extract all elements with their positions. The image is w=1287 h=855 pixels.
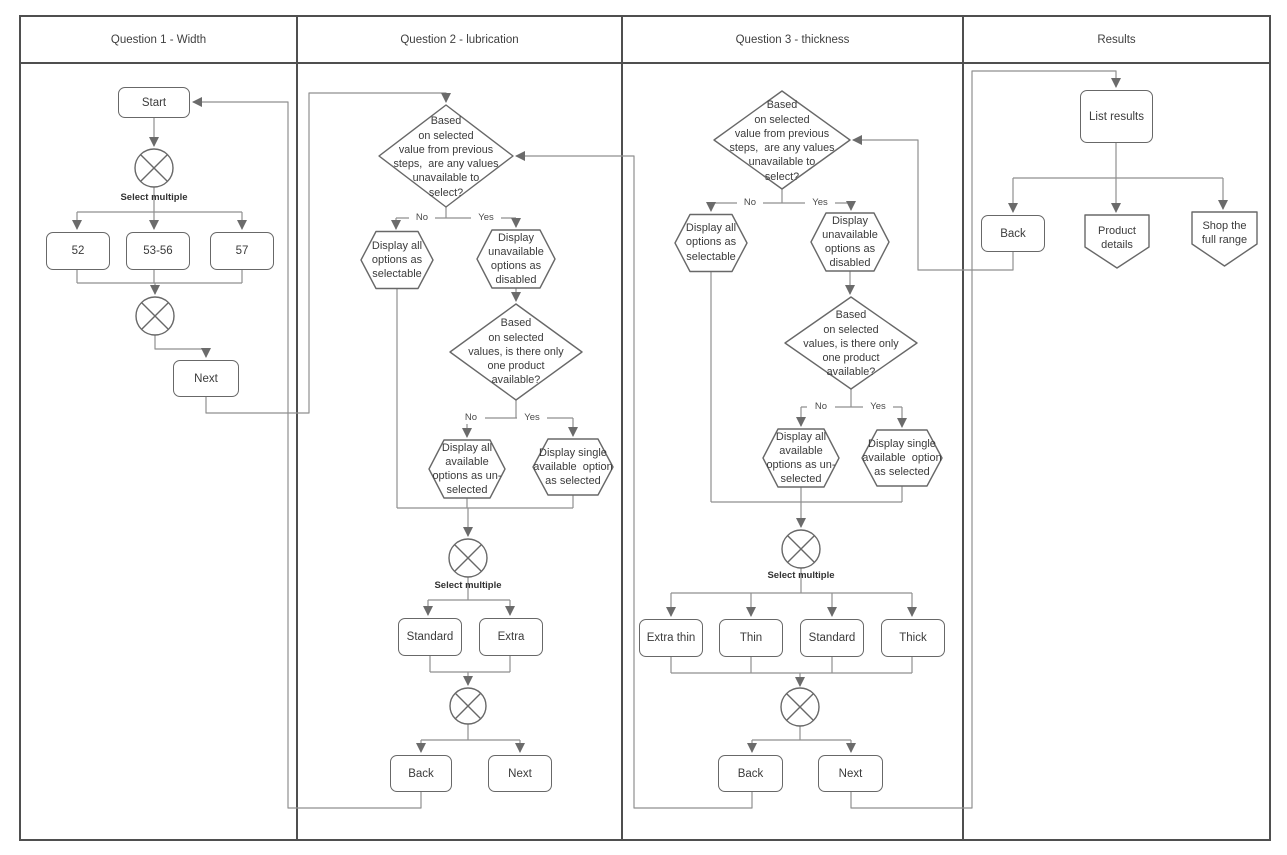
display-unavailable-disabled-label-q2: Display unavailable options as disabled: [488, 231, 544, 287]
option-thick-q3[interactable]: Thick: [881, 619, 945, 657]
product-details-label: Product details: [1098, 224, 1136, 251]
gateway-select-multiple-q3[interactable]: [781, 529, 821, 569]
yes-label-q3: Yes: [805, 197, 835, 209]
option-width-57[interactable]: 57: [210, 232, 274, 270]
decision-one-product-q2[interactable]: [449, 303, 583, 401]
hex-display-unavailable-disabled-q3[interactable]: [810, 212, 890, 272]
lane-header-results: Results: [1097, 33, 1136, 46]
shop-full-range-label: Shop the full range: [1201, 219, 1248, 246]
no-label-q2: No: [409, 212, 435, 224]
decision-one-product-q3[interactable]: [784, 296, 918, 390]
display-single-selected-label-q3: Display single available option as selec…: [862, 437, 942, 479]
lane-header-q2: Question 2 - lubrication: [400, 33, 519, 46]
gateway-select-multiple-q2[interactable]: [448, 538, 488, 578]
display-all-unselected-label-q3: Display all available options as un- sel…: [766, 430, 836, 486]
lane-header-q1: Question 1 - Width: [110, 33, 207, 46]
option-extra-q2[interactable]: Extra: [479, 618, 543, 656]
list-results-node[interactable]: List results: [1080, 90, 1153, 143]
decision-unavailable-label-q2: Based on selected value from previous st…: [393, 115, 499, 199]
option-extra-thin-q3[interactable]: Extra thin: [639, 619, 703, 657]
select-multiple-label-q3: Select multiple: [767, 570, 835, 582]
start-node[interactable]: Start: [118, 87, 190, 118]
next-button-q2[interactable]: Next: [488, 755, 552, 792]
display-all-selectable-label-q3: Display all options as selectable: [685, 222, 737, 263]
display-all-unselected-label-q2: Display all available options as un- sel…: [432, 441, 502, 497]
option-standard-q3[interactable]: Standard: [800, 619, 864, 657]
back-button-q3[interactable]: Back: [718, 755, 783, 792]
hex-display-all-unselected-q2[interactable]: [428, 439, 506, 499]
hex-display-all-selectable-q2[interactable]: [360, 230, 434, 290]
yes-label-q3b: Yes: [863, 401, 893, 413]
lane-header-q3: Question 3 - thickness: [735, 33, 850, 46]
offpage-product-details[interactable]: [1084, 214, 1150, 269]
decision-one-product-label-q3: Based on selected values, is there only …: [803, 309, 899, 379]
display-single-selected-label-q2: Display single available option as selec…: [533, 446, 613, 488]
select-multiple-label-q2: Select multiple: [434, 580, 502, 592]
back-button-q2[interactable]: Back: [390, 755, 452, 792]
offpage-shop-full-range[interactable]: [1191, 211, 1258, 267]
decision-unavailable-label-q3: Based on selected value from previous st…: [729, 99, 835, 183]
option-standard-q2[interactable]: Standard: [398, 618, 462, 656]
decision-unavailable-q3[interactable]: [713, 90, 851, 190]
decision-unavailable-q2[interactable]: [378, 104, 514, 208]
gateway-select-multiple-q1[interactable]: [134, 148, 174, 188]
option-width-53-56[interactable]: 53-56: [126, 232, 190, 270]
option-width-52[interactable]: 52: [46, 232, 110, 270]
hex-display-single-selected-q2[interactable]: [532, 438, 614, 496]
connectors: [71, 70, 1229, 809]
hex-display-single-selected-q3[interactable]: [861, 429, 943, 487]
swimlane-frame: [19, 15, 1271, 841]
hex-display-all-selectable-q3[interactable]: [674, 213, 748, 273]
decision-one-product-label-q2: Based on selected values, is there only …: [468, 317, 564, 387]
no-label-q3b: No: [807, 401, 835, 413]
next-button-q1[interactable]: Next: [173, 360, 239, 397]
no-label-q2b: No: [457, 412, 485, 424]
back-button-results[interactable]: Back: [981, 215, 1045, 252]
display-unavailable-disabled-label-q3: Display unavailable options as disabled: [822, 214, 878, 270]
yes-label-q2: Yes: [471, 212, 501, 224]
display-all-selectable-label-q2: Display all options as selectable: [371, 239, 423, 281]
gateway-merge-q3[interactable]: [780, 687, 820, 727]
select-multiple-label-q1: Select multiple: [120, 192, 188, 204]
gateway-merge-q2[interactable]: [449, 687, 487, 725]
no-label-q3: No: [737, 197, 763, 209]
next-button-q3[interactable]: Next: [818, 755, 883, 792]
hex-display-unavailable-disabled-q2[interactable]: [476, 229, 556, 289]
hex-display-all-unselected-q3[interactable]: [762, 428, 840, 488]
yes-label-q2b: Yes: [517, 412, 547, 424]
gateway-merge-q1[interactable]: [135, 296, 175, 336]
option-thin-q3[interactable]: Thin: [719, 619, 783, 657]
